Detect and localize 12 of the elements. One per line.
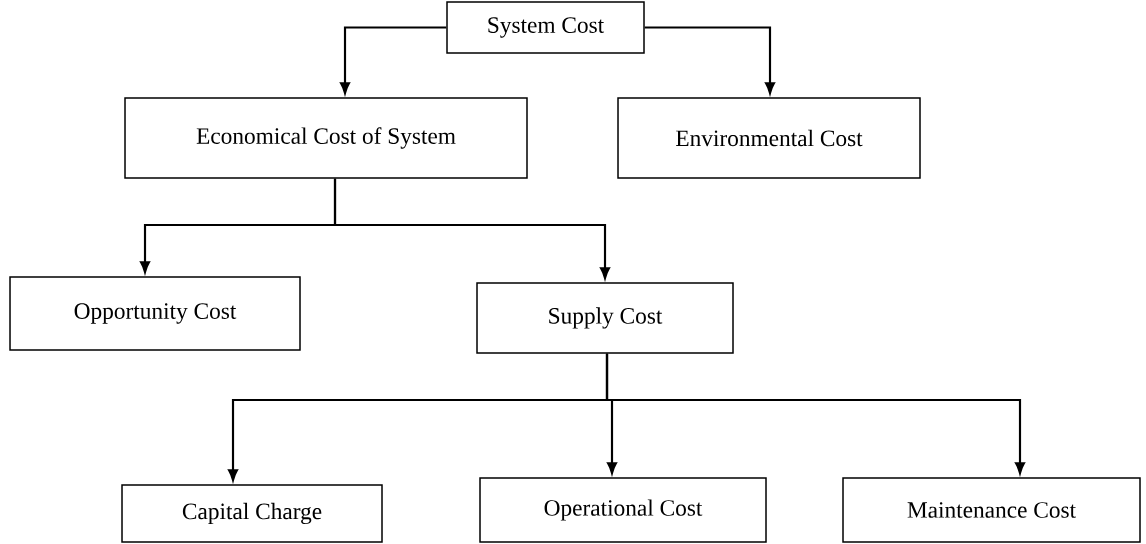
cost-box: Maintenance Cost [842, 477, 1141, 543]
cost-box: Opportunity Cost [9, 276, 301, 351]
arrow [333, 178, 610, 279]
arrow [605, 353, 1025, 474]
cost-box: System Cost [446, 1, 645, 54]
arrow [644, 26, 775, 94]
arrow [340, 26, 447, 94]
cost-box: Capital Charge [121, 484, 383, 543]
cost-box: Environmental Cost [617, 97, 921, 179]
cost-box: Economical Cost of System [124, 97, 528, 179]
cost-box: Operational Cost [479, 477, 767, 543]
cost-box: Supply Cost [476, 282, 734, 354]
